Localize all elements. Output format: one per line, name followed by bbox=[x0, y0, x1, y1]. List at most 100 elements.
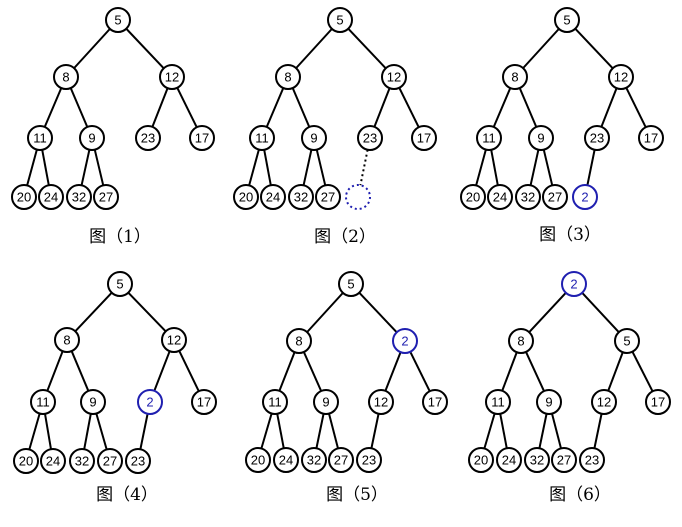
node-label: 12 bbox=[374, 395, 388, 410]
node-label: 17 bbox=[428, 395, 442, 410]
tree-edge bbox=[46, 350, 64, 392]
tree-edge bbox=[83, 413, 92, 450]
heap-node: 5 bbox=[614, 328, 640, 354]
node-circle bbox=[368, 389, 394, 415]
tree-edge bbox=[328, 413, 339, 449]
node-label: 27 bbox=[103, 454, 117, 469]
node-label: 5 bbox=[563, 13, 570, 28]
tree-edge bbox=[384, 351, 402, 392]
node-circle bbox=[356, 447, 382, 473]
tree-edge bbox=[43, 87, 63, 128]
node-circle bbox=[273, 447, 299, 473]
node-label: 8 bbox=[511, 70, 518, 85]
node-circle bbox=[460, 184, 486, 210]
tree-edge bbox=[176, 87, 198, 128]
tree-edge bbox=[542, 149, 554, 186]
node-circle bbox=[262, 389, 288, 415]
tree-edge bbox=[409, 351, 431, 392]
heap-node: 32 bbox=[288, 184, 314, 210]
tree-edge bbox=[26, 149, 38, 186]
tree-edge bbox=[306, 292, 344, 333]
heap-node: 2 bbox=[392, 328, 418, 354]
tree-edge bbox=[178, 350, 200, 392]
heap-node: 9 bbox=[79, 125, 105, 151]
empty-slot-node bbox=[345, 184, 371, 210]
node-label: 23 bbox=[141, 131, 155, 146]
node-circle bbox=[502, 64, 528, 90]
node-label: 20 bbox=[474, 453, 488, 468]
tree-edge bbox=[263, 149, 272, 186]
node-label: 32 bbox=[530, 453, 544, 468]
heap-node: 20 bbox=[468, 447, 494, 473]
tree-edge bbox=[581, 292, 620, 333]
node-label: 32 bbox=[307, 453, 321, 468]
node-circle bbox=[137, 389, 163, 415]
node-label: 27 bbox=[334, 453, 348, 468]
node-circle bbox=[53, 64, 79, 90]
node-label: 12 bbox=[165, 70, 179, 85]
tree-edge bbox=[278, 351, 296, 392]
node-label: 23 bbox=[363, 131, 377, 146]
node-circle bbox=[313, 389, 339, 415]
heap-node: 11 bbox=[30, 389, 56, 415]
node-circle bbox=[392, 328, 418, 354]
node-label: 17 bbox=[651, 395, 665, 410]
heap-node: 32 bbox=[69, 448, 95, 474]
tree-edge bbox=[93, 149, 105, 186]
heap-node: 8 bbox=[54, 327, 80, 353]
node-label: 5 bbox=[114, 13, 121, 28]
heap-node: 23 bbox=[357, 125, 383, 151]
node-circle bbox=[27, 125, 53, 151]
tree-edge bbox=[73, 28, 111, 69]
node-circle bbox=[69, 448, 95, 474]
tree-edge bbox=[625, 87, 647, 128]
heap-node: 27 bbox=[542, 184, 568, 210]
heap-node: 24 bbox=[38, 184, 64, 210]
heap-node: 11 bbox=[249, 125, 275, 151]
node-circle bbox=[79, 125, 105, 151]
node-label: 17 bbox=[417, 131, 431, 146]
tree-edge bbox=[291, 87, 311, 128]
node-circle bbox=[485, 389, 511, 415]
node-label: 24 bbox=[502, 453, 516, 468]
node-label: 9 bbox=[310, 131, 317, 146]
panel-caption: 图（1） bbox=[89, 227, 151, 247]
node-circle bbox=[584, 125, 610, 151]
heap-node: 23 bbox=[356, 447, 382, 473]
node-circle bbox=[286, 328, 312, 354]
node-circle bbox=[161, 327, 187, 353]
tree-edge bbox=[125, 28, 165, 69]
heap-node: 27 bbox=[93, 184, 119, 210]
node-label: 5 bbox=[623, 334, 630, 349]
heap-node: 12 bbox=[591, 389, 617, 415]
tree-edge bbox=[265, 87, 285, 128]
node-circle bbox=[191, 389, 217, 415]
heap-node: 17 bbox=[422, 389, 448, 415]
node-circle bbox=[327, 7, 353, 33]
node-circle bbox=[468, 447, 494, 473]
node-circle bbox=[536, 389, 562, 415]
heap-node: 27 bbox=[315, 184, 341, 210]
tree-edge bbox=[260, 413, 273, 449]
node-label: 8 bbox=[517, 334, 524, 349]
panel-caption: 图（6） bbox=[549, 485, 611, 505]
tree-edge bbox=[631, 351, 654, 392]
heap-node: 5 bbox=[338, 271, 364, 297]
node-label: 24 bbox=[44, 190, 58, 205]
node-circle bbox=[288, 184, 314, 210]
node-circle bbox=[135, 125, 161, 151]
panel-caption: 图（4） bbox=[96, 485, 158, 505]
node-circle bbox=[638, 125, 664, 151]
node-circle bbox=[38, 184, 64, 210]
node-circle bbox=[542, 184, 568, 210]
node-circle bbox=[13, 448, 39, 474]
node-label: 20 bbox=[19, 454, 33, 469]
heap-node: 23 bbox=[584, 125, 610, 151]
heap-node: 27 bbox=[328, 447, 354, 473]
heap-node: 20 bbox=[11, 184, 37, 210]
